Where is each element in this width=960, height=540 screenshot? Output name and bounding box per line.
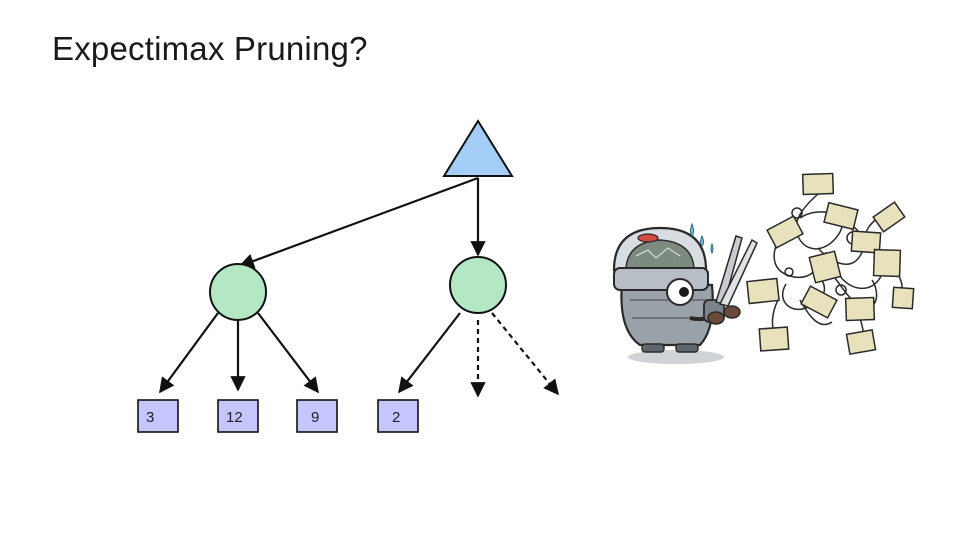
slide-title: Expectimax Pruning? [52,30,368,67]
edge-chance-2-pruned-2 [491,312,559,396]
leaf-node: 3 [137,399,179,433]
leaf-value: 2 [392,409,400,426]
edge-chance-1-leaf-3 [257,312,319,394]
chance-node-2 [449,256,507,314]
leaf-node: 12 [217,399,259,433]
chance-node-1 [209,263,267,321]
leaf-value: 12 [226,409,243,426]
edge-root-chance-1 [238,176,479,269]
tangled-tree-node [746,172,915,355]
leaf-node: 2 [377,399,419,433]
leaf-node: 9 [296,399,338,433]
robot-with-scissors-icon [612,222,758,364]
leaf-value: 9 [311,409,319,426]
edge-chance-1-leaf-1 [159,312,219,394]
max-node-root [442,119,514,177]
leaf-value: 3 [146,409,154,426]
edge-chance-2-leaf-1 [398,312,461,394]
